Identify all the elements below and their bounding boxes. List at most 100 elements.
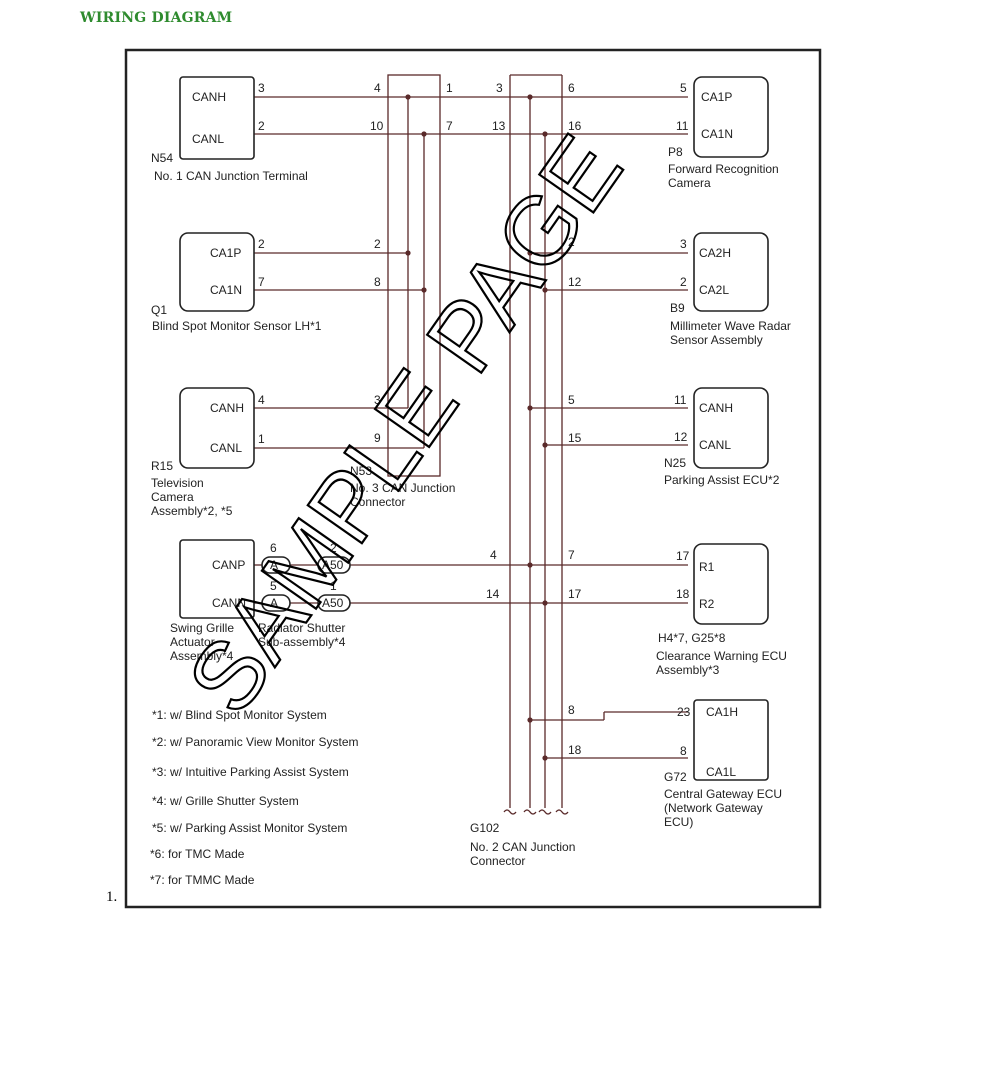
pin-number: 1 — [258, 432, 265, 446]
r15-name: Television — [151, 476, 204, 490]
n53-connector-box — [387, 74, 441, 477]
pin-number: 6 — [568, 81, 575, 95]
g102-name: Connector — [470, 854, 525, 868]
pin-number: 12 — [674, 430, 688, 444]
n53-name: No. 3 CAN Junction — [350, 481, 455, 495]
list-number: 1. — [106, 889, 118, 905]
footnote: *3: w/ Intuitive Parking Assist System — [152, 765, 349, 779]
pin-number: 14 — [486, 587, 500, 601]
pin-number: 4 — [490, 548, 497, 562]
pin-number: 2 — [374, 237, 381, 251]
pin-number: 2 — [330, 541, 337, 555]
r15-name: Camera — [151, 490, 194, 504]
pin-number: 6 — [270, 541, 277, 555]
swing-name: Actuator — [170, 635, 215, 649]
q1-pin-label: CA1N — [210, 283, 242, 297]
swing-connector-a-bottom — [261, 594, 291, 612]
footnote: *1: w/ Blind Spot Monitor System — [152, 708, 327, 722]
h4-pin-label: R2 — [699, 597, 715, 611]
pin-number: 15 — [568, 431, 582, 445]
g72-box — [693, 699, 769, 781]
swing-pin-label: CANN — [212, 596, 246, 610]
b9-id: B9 — [670, 301, 685, 315]
pin-number: 1 — [330, 579, 337, 593]
g72-name: Central Gateway ECU — [664, 787, 782, 801]
diagram-frame — [124, 48, 822, 909]
n54-id: N54 — [151, 151, 173, 165]
pin-number: 5 — [568, 393, 575, 407]
pin-number: 2 — [258, 237, 265, 251]
r15-pin-label: CANL — [210, 441, 242, 455]
swing-name: Swing Grille — [170, 621, 234, 635]
pin-number: 7 — [568, 548, 575, 562]
footnote: *4: w/ Grille Shutter System — [152, 794, 299, 808]
wires — [232, 74, 716, 815]
pin-number: 3 — [374, 393, 381, 407]
n25-name: Parking Assist ECU*2 — [664, 473, 780, 487]
pin-number: 18 — [676, 587, 690, 601]
pin-number: 3 — [680, 237, 687, 251]
pin-number: 18 — [568, 743, 582, 757]
r15-pin-label: CANH — [210, 401, 244, 415]
pin-number: 17 — [676, 549, 690, 563]
h4-name: Assembly*3 — [656, 663, 720, 677]
pin-number: 3 — [258, 81, 265, 95]
pin-number: 8 — [680, 744, 687, 758]
pin-number: 10 — [370, 119, 384, 133]
splice-dots — [405, 94, 548, 761]
radiator-name: Radiator Shutter — [258, 621, 345, 635]
pin-number: 5 — [270, 579, 277, 593]
g102-id: G102 — [470, 821, 500, 835]
g102-name: No. 2 CAN Junction — [470, 840, 575, 854]
pin-number: 4 — [374, 81, 381, 95]
g72-name: (Network Gateway — [664, 801, 763, 815]
p8-id: P8 — [668, 145, 683, 159]
b9-name: Sensor Assembly — [670, 333, 763, 347]
swing-connector-label: A — [270, 596, 278, 610]
q1-box — [179, 232, 255, 312]
pin-number: 3 — [496, 81, 503, 95]
p8-pin-label: CA1N — [701, 127, 733, 141]
p8-pin-label: CA1P — [701, 90, 732, 104]
pin-number: 8 — [374, 275, 381, 289]
footnote: *5: w/ Parking Assist Monitor System — [152, 821, 347, 835]
swing-pin-label: CANP — [212, 558, 245, 572]
pin-number: 7 — [258, 275, 265, 289]
b9-name: Millimeter Wave Radar — [670, 319, 791, 333]
n54-pin-label: CANL — [192, 132, 224, 146]
pin-number: 9 — [374, 431, 381, 445]
r15-box — [179, 387, 255, 469]
pin-number: 4 — [258, 393, 265, 407]
g72-name: ECU) — [664, 815, 693, 829]
pin-number: 2 — [568, 235, 575, 249]
g72-pin-label: CA1L — [706, 765, 736, 779]
swing-connector-a-top — [261, 556, 291, 574]
radiator-connector-label: A50 — [322, 596, 344, 610]
h4-pin-label: R1 — [699, 560, 715, 574]
pin-number: 7 — [446, 119, 453, 133]
n25-pin-label: CANL — [699, 438, 731, 452]
p8-box — [693, 76, 769, 158]
n25-pin-label: CANH — [699, 401, 733, 415]
pin-number: 16 — [568, 119, 582, 133]
n25-box — [693, 387, 769, 469]
g72-pin-label: CA1H — [706, 705, 738, 719]
pin-number: 11 — [674, 393, 687, 407]
b9-box — [693, 232, 769, 312]
footnote: *6: for TMC Made — [150, 847, 245, 861]
b9-pin-label: CA2L — [699, 283, 729, 297]
swing-connector-label: A — [270, 558, 278, 572]
h4-id: H4*7, G25*8 — [658, 631, 726, 645]
n54-box — [179, 76, 255, 160]
footnote: *2: w/ Panoramic View Monitor System — [152, 735, 359, 749]
pin-number: 8 — [568, 703, 575, 717]
radiator-connector-top — [317, 556, 351, 574]
radiator-connector-bottom — [317, 594, 351, 612]
g72-id: G72 — [664, 770, 687, 784]
pin-number: 23 — [677, 705, 691, 719]
swing-grille-box — [179, 539, 255, 619]
n54-pin-label: CANH — [192, 90, 226, 104]
pin-number: 13 — [492, 119, 506, 133]
pin-number: 2 — [680, 275, 687, 289]
r15-id: R15 — [151, 459, 173, 473]
